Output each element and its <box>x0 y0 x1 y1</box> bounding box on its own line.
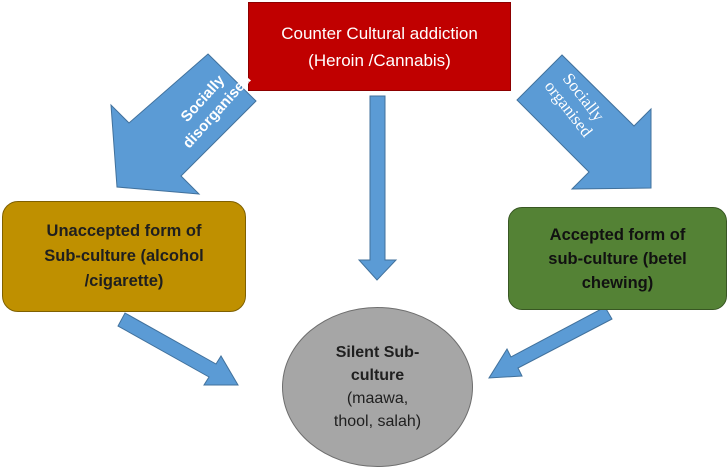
counter-cultural-addiction-box: Counter Cultural addiction (Heroin /Cann… <box>248 2 511 91</box>
center-line4: thool, salah) <box>333 413 422 430</box>
arrow-socially-disorganised <box>110 53 257 195</box>
right-box-line1: Accepted form of <box>549 225 686 244</box>
unaccepted-subculture-box: Unaccepted form of Sub-culture (alcohol … <box>2 201 246 312</box>
center-line2: culture <box>350 367 405 384</box>
right-box-line2: sub-culture (betel <box>548 249 687 268</box>
right-box-line3: chewing) <box>581 273 654 292</box>
arrow-left-to-center <box>117 312 239 386</box>
arrow-right-to-center <box>488 306 613 379</box>
accepted-subculture-box: Accepted form of sub-culture (betel chew… <box>508 207 727 310</box>
center-line3: (maawa, <box>346 390 409 407</box>
top-box-line1: Counter Cultural addiction <box>281 23 478 43</box>
top-box-line2: (Heroin /Cannabis) <box>308 50 451 70</box>
arrow-socially-organised <box>516 54 652 190</box>
silent-subculture-ellipse: Silent Sub- culture (maawa, thool, salah… <box>282 307 473 467</box>
arrow-down-center <box>357 95 398 281</box>
center-line1: Silent Sub- <box>335 344 420 361</box>
left-box-line2: Sub-culture (alcohol <box>44 247 204 265</box>
left-box-line3: /cigarette) <box>84 272 164 290</box>
left-box-line1: Unaccepted form of <box>46 222 202 240</box>
